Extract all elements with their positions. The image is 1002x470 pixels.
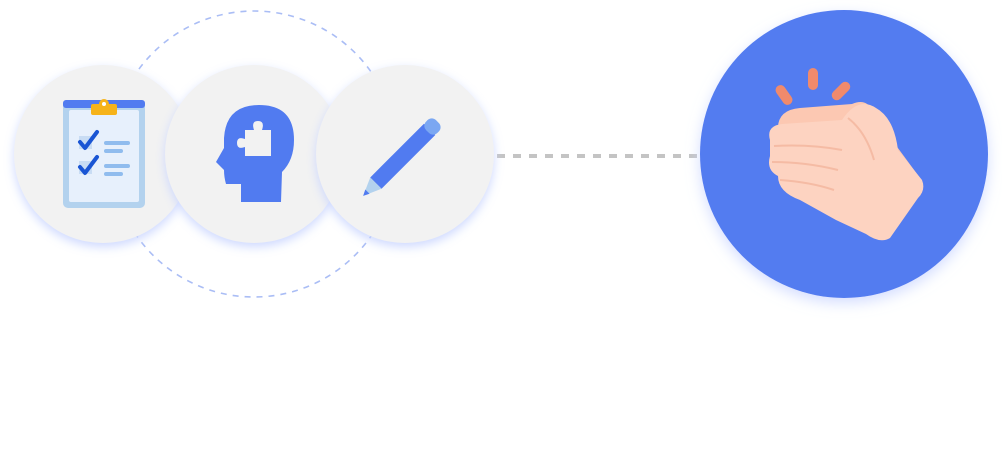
clapping-hands-icon xyxy=(769,68,924,241)
pencil-icon xyxy=(363,118,441,196)
head-puzzle-icon xyxy=(216,105,294,202)
checklist-clipboard-icon xyxy=(63,99,145,208)
result-clap xyxy=(700,10,988,298)
step-checklist xyxy=(14,65,192,243)
step-thinking xyxy=(165,65,343,243)
step-writing xyxy=(316,65,494,243)
